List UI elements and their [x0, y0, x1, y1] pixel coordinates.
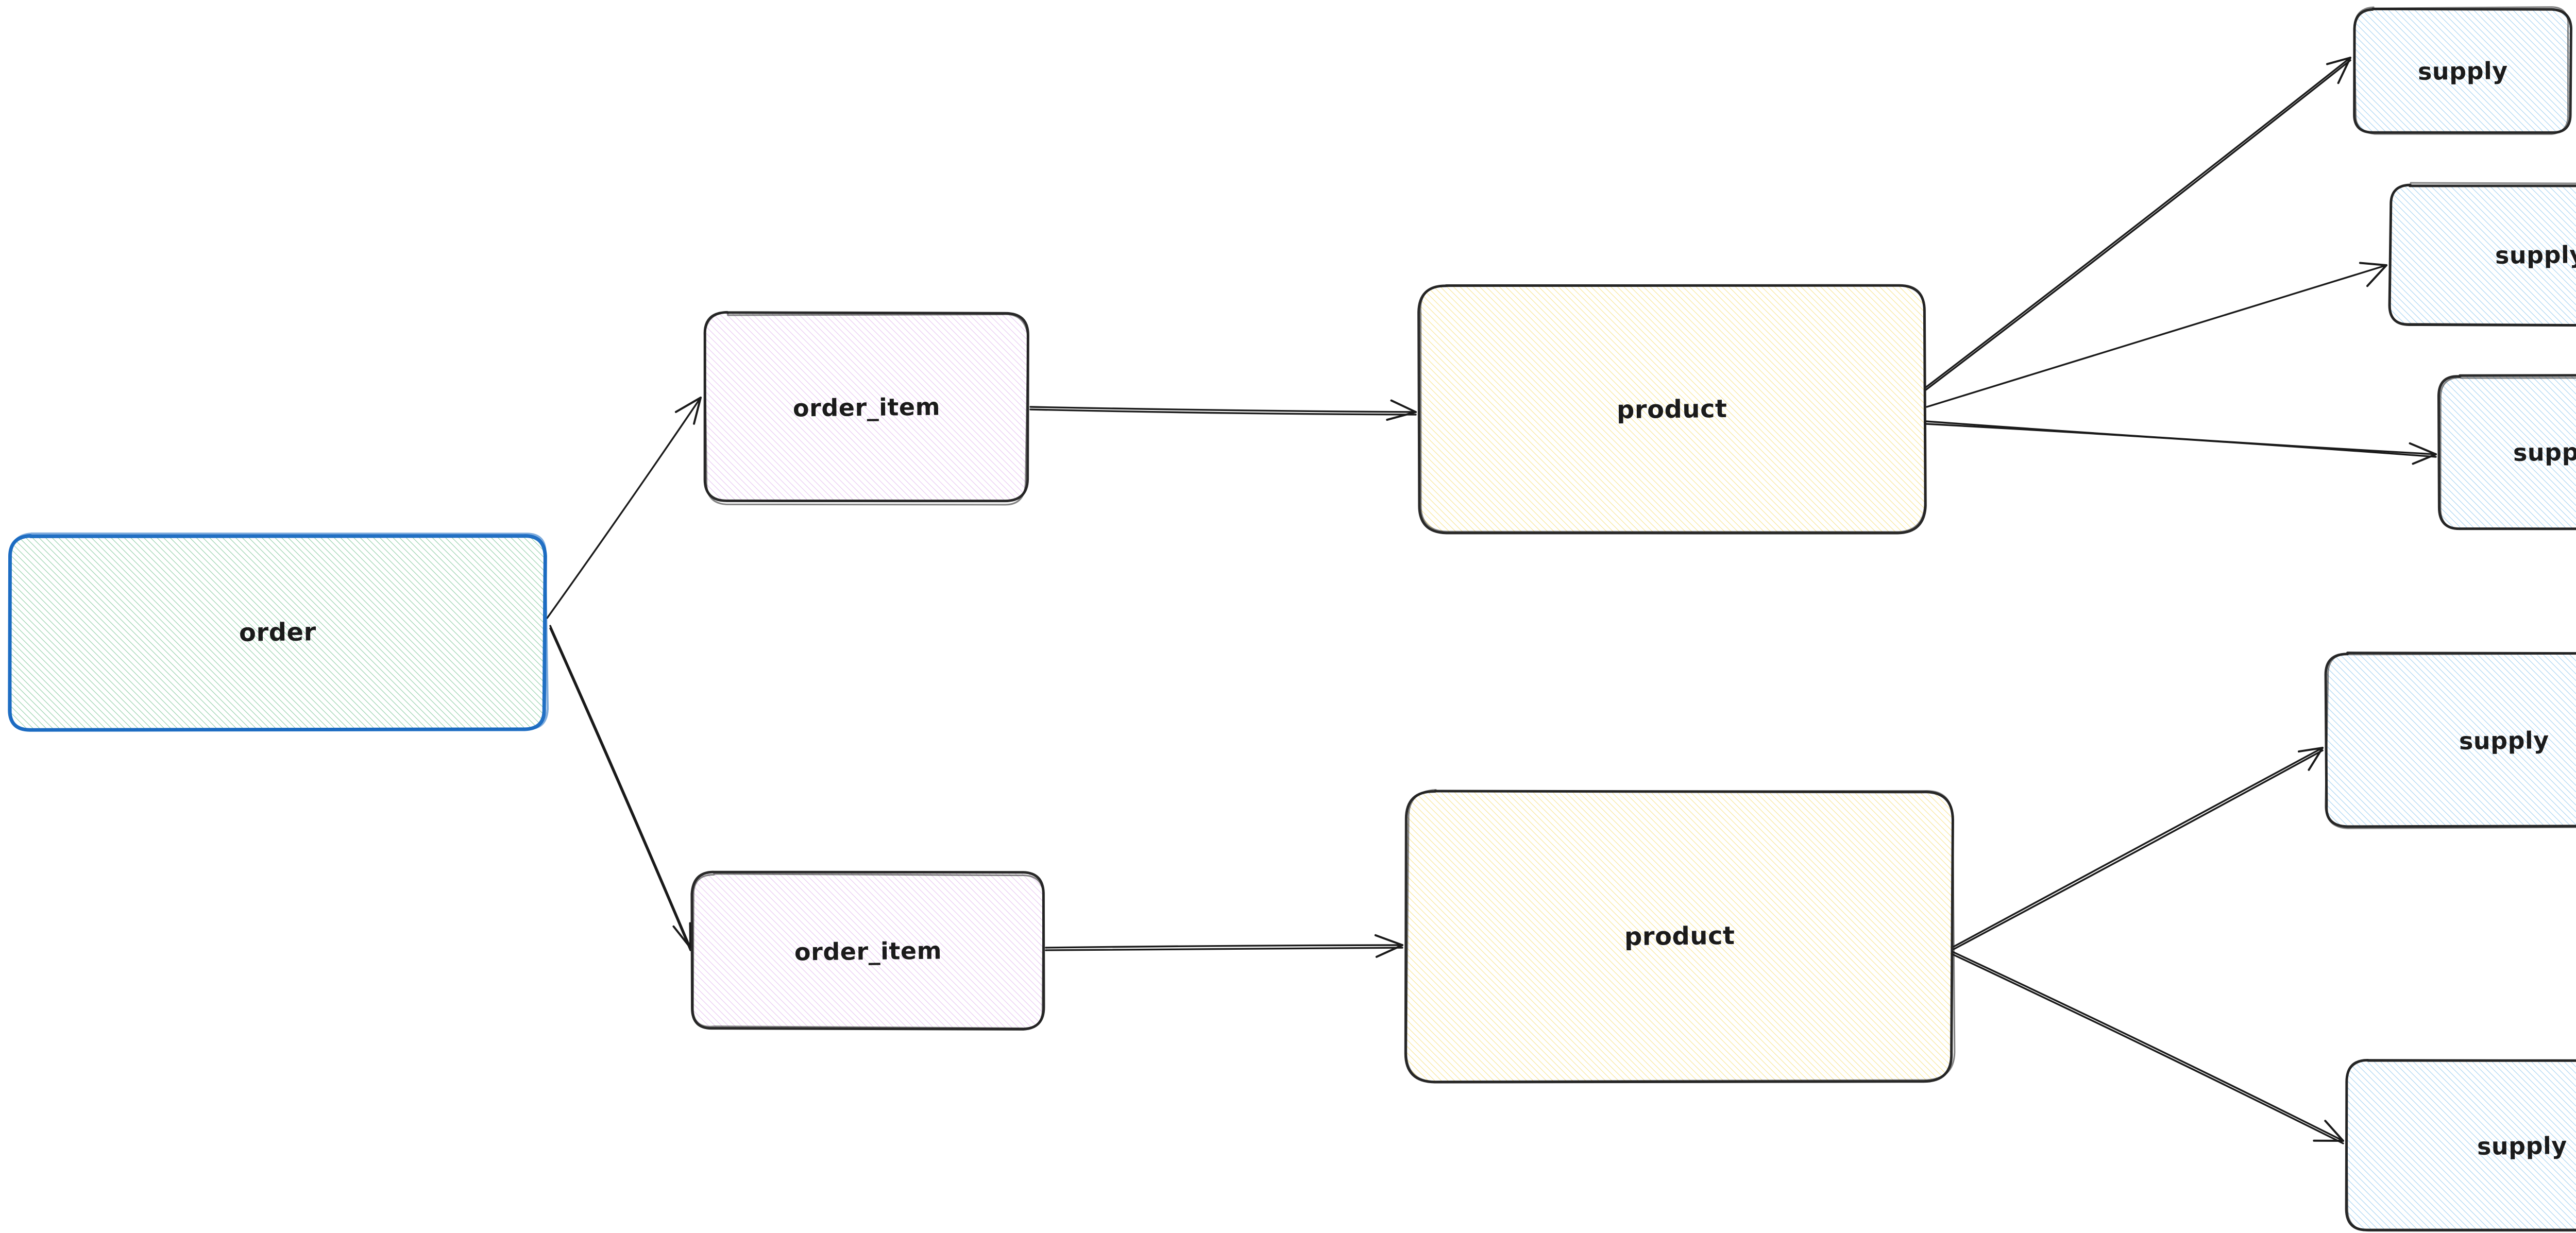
node-label: supply: [2417, 57, 2508, 85]
node-supply[interactable]: supply: [2353, 6, 2572, 135]
node-product[interactable]: product: [1404, 789, 1956, 1084]
node-label: order_item: [794, 936, 942, 966]
node-label: order_item: [792, 392, 940, 422]
node-label: supply: [2495, 241, 2576, 269]
node-label: supply: [2513, 437, 2576, 467]
node-supply[interactable]: supply: [2388, 182, 2576, 327]
node-label: product: [1616, 394, 1727, 425]
node-supply[interactable]: supply: [2324, 652, 2576, 829]
node-order_item[interactable]: order_item: [690, 870, 1045, 1031]
node-supply[interactable]: supply: [2345, 1058, 2576, 1232]
node-label: order: [239, 617, 317, 647]
node-supply[interactable]: supply: [2437, 374, 2576, 530]
node-product[interactable]: product: [1417, 284, 1927, 535]
node-label: product: [1624, 921, 1735, 951]
node-order_item[interactable]: order_item: [703, 311, 1029, 506]
node-order[interactable]: order: [8, 532, 549, 732]
node-label: supply: [2477, 1132, 2567, 1160]
node-label: supply: [2459, 726, 2549, 755]
